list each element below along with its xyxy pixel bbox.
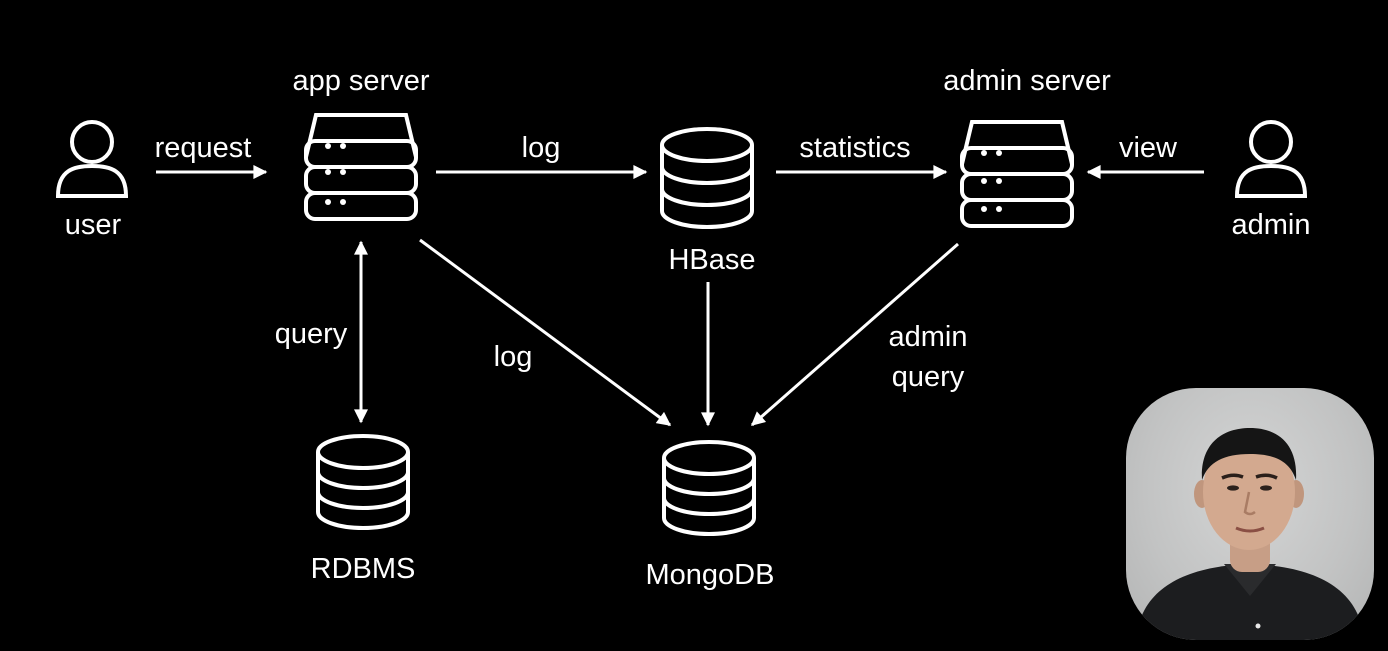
server-led-dots — [981, 150, 1002, 212]
presenter-video-thumbnail — [1126, 388, 1374, 640]
edge-label-request: request — [155, 132, 252, 164]
edge-label-statistics: statistics — [799, 132, 910, 164]
server-led-dots — [325, 143, 346, 205]
node-label-mongodb: MongoDB — [646, 559, 775, 591]
database-icon — [316, 434, 410, 530]
node-label-user: user — [65, 209, 122, 241]
presenter-figure — [1136, 428, 1364, 640]
node-label-rdbms: RDBMS — [311, 553, 416, 585]
person-icon — [55, 120, 129, 198]
database-icon — [662, 440, 756, 536]
edge-label-admin-query-line1: admin — [889, 321, 968, 353]
edge-label-log-diag: log — [494, 341, 533, 373]
database-icon — [660, 127, 754, 229]
server-icon — [304, 113, 418, 221]
edge-admin-query-arrow — [750, 242, 959, 427]
edge-label-view: view — [1119, 132, 1178, 164]
server-icon — [960, 120, 1074, 228]
node-label-app-server: app server — [292, 65, 429, 97]
node-label-admin: admin — [1232, 209, 1311, 241]
node-label-admin-server: admin server — [943, 65, 1111, 97]
edge-label-admin-query-line2: query — [892, 361, 965, 393]
node-label-hbase: HBase — [668, 244, 755, 276]
person-icon — [1234, 120, 1308, 198]
edge-label-query: query — [275, 318, 348, 350]
edge-label-log-top: log — [522, 132, 561, 164]
edge-log-diag-arrow — [419, 238, 672, 427]
